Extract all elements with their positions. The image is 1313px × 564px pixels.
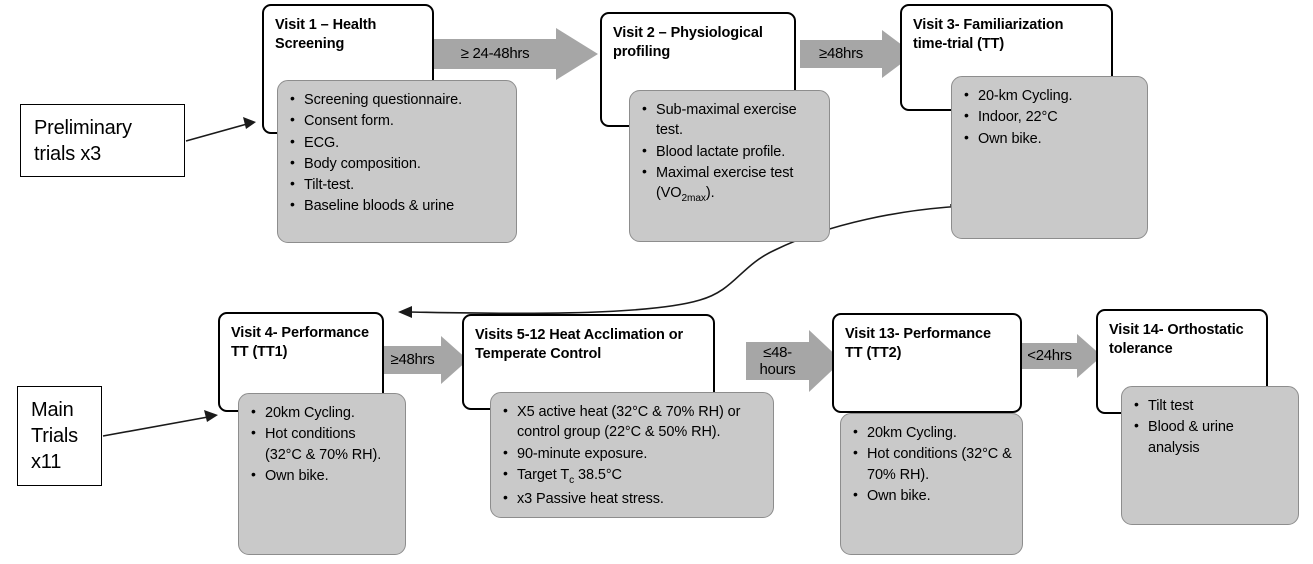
list-item: Maximal exercise test (VO2max). <box>642 162 819 206</box>
visit1-bullet-list: Screening questionnaire. Consent form. E… <box>290 89 506 217</box>
connector-visit4-to-visit5-label: ≥48hrs <box>390 351 435 369</box>
visit2-details[interactable]: Sub-maximal exercise test. Blood lactate… <box>629 90 830 242</box>
group-label-main: Main Trials x11 <box>17 386 102 486</box>
visit4-bullet-list: 20km Cycling. Hot conditions (32°C & 70%… <box>251 402 395 486</box>
list-item: Hot conditions (32°C & 70% RH). <box>251 423 395 465</box>
connector-visit13-to-visit14-label: <24hrs <box>1027 347 1072 365</box>
connector-visit5-to-visit13-label: ≤48- hours <box>759 343 796 378</box>
connector-visit2-to-visit3: ≥48hrs <box>800 30 914 78</box>
visit4-title: Visit 4- Performance TT (TT1) <box>231 325 369 361</box>
visit13-title: Visit 13- Performance TT (TT2) <box>845 326 991 362</box>
group-label-main-text: Main Trials x11 <box>31 399 78 473</box>
block-arrow-shape <box>384 336 468 384</box>
visit14-title: Visit 14- Orthostatic tolerance <box>1109 322 1244 358</box>
list-item: 20km Cycling. <box>853 422 1012 443</box>
visit2-bullet-list: Sub-maximal exercise test. Blood lactate… <box>642 99 819 206</box>
visit1-title: Visit 1 – Health Screening <box>275 17 377 53</box>
connector-visit1-to-visit2: ≥ 24-48hrs <box>434 28 598 80</box>
block-arrow-shape <box>800 30 914 78</box>
group-label-preliminary: Preliminary trials x3 <box>20 104 185 177</box>
connector-visit1-to-visit2-label: ≥ 24-48hrs <box>460 45 530 63</box>
list-item: Blood lactate profile. <box>642 141 819 162</box>
visit14-bullet-list: Tilt test Blood & urine analysis <box>1134 395 1288 458</box>
list-item: Own bike. <box>964 128 1137 149</box>
list-item: Baseline bloods & urine <box>290 195 506 216</box>
list-item: ECG. <box>290 132 506 153</box>
connector-visit2-to-visit3-label: ≥48hrs <box>819 45 863 63</box>
list-item: Body composition. <box>290 153 506 174</box>
list-item: Own bike. <box>853 485 1012 506</box>
block-arrow-shape <box>746 330 842 392</box>
visit14-details[interactable]: Tilt test Blood & urine analysis <box>1121 386 1299 525</box>
list-item: Target Tc 38.5°C <box>503 464 763 488</box>
list-item: Screening questionnaire. <box>290 89 506 110</box>
visit5-12-details[interactable]: X5 active heat (32°C & 70% RH) or contro… <box>490 392 774 518</box>
list-item: Consent form. <box>290 110 506 131</box>
visit3-details[interactable]: 20-km Cycling. Indoor, 22°C Own bike. <box>951 76 1148 239</box>
connector-visit13-to-visit14: <24hrs <box>1022 334 1102 378</box>
group-label-preliminary-text: Preliminary trials x3 <box>34 116 132 165</box>
visit13-bullet-list: 20km Cycling. Hot conditions (32°C & 70%… <box>853 422 1012 506</box>
visit1-details[interactable]: Screening questionnaire. Consent form. E… <box>277 80 517 243</box>
visit13-details[interactable]: 20km Cycling. Hot conditions (32°C & 70%… <box>840 413 1023 555</box>
list-item: X5 active heat (32°C & 70% RH) or contro… <box>503 401 763 443</box>
connector-visit4-to-visit5: ≥48hrs <box>384 336 468 384</box>
visit3-bullet-list: 20-km Cycling. Indoor, 22°C Own bike. <box>964 85 1137 149</box>
block-arrow-shape <box>434 28 598 80</box>
connector-visit5-to-visit13: ≤48- hours <box>746 330 842 392</box>
list-item: Tilt test <box>1134 395 1288 416</box>
list-item: Hot conditions (32°C & 70% RH). <box>853 443 1012 485</box>
visit2-title: Visit 2 – Physiological profiling <box>613 25 763 61</box>
list-item: Indoor, 22°C <box>964 106 1137 127</box>
visit3-title: Visit 3- Familiarization time-trial (TT) <box>913 17 1064 53</box>
list-item: Own bike. <box>251 465 395 486</box>
list-item: x3 Passive heat stress. <box>503 488 763 509</box>
visit5-12-bullet-list: X5 active heat (32°C & 70% RH) or contro… <box>503 401 763 509</box>
visit5-12-title: Visits 5-12 Heat Acclimation or Temperat… <box>475 327 684 363</box>
list-item: 90-minute exposure. <box>503 443 763 464</box>
list-item: Sub-maximal exercise test. <box>642 99 819 141</box>
list-item: Tilt-test. <box>290 174 506 195</box>
block-arrow-shape <box>1022 334 1102 378</box>
list-item: 20km Cycling. <box>251 402 395 423</box>
visit13-header[interactable]: Visit 13- Performance TT (TT2) <box>832 313 1022 413</box>
list-item: 20-km Cycling. <box>964 85 1137 106</box>
list-item: Blood & urine analysis <box>1134 416 1288 458</box>
visit4-details[interactable]: 20km Cycling. Hot conditions (32°C & 70%… <box>238 393 406 555</box>
